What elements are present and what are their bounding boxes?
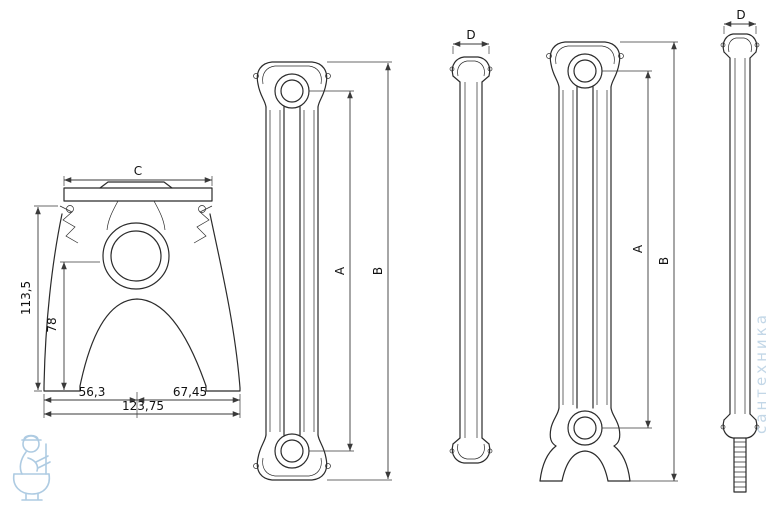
dim-label-a-1: A bbox=[333, 266, 347, 275]
dim-d-1: D bbox=[452, 28, 490, 54]
side-view-2-part bbox=[720, 33, 760, 493]
dim-label-67-45: 67,45 bbox=[173, 385, 207, 399]
dim-a-2: A bbox=[602, 70, 652, 429]
front-view-2-part bbox=[539, 41, 631, 482]
dim-label-113-5: 113,5 bbox=[19, 281, 33, 315]
dim-label-c: C bbox=[134, 164, 142, 178]
dim-113-5: 113,5 bbox=[19, 205, 58, 392]
dim-label-56-3: 56,3 bbox=[79, 385, 106, 399]
front-view-2: A B bbox=[539, 41, 678, 482]
dim-label-d-1: D bbox=[466, 28, 475, 42]
dim-78: 78 bbox=[45, 261, 100, 390]
dim-label-d-2: D bbox=[736, 8, 745, 22]
side-view-1-part bbox=[449, 56, 493, 464]
dim-label-123-75: 123,75 bbox=[122, 399, 164, 413]
dim-c: C bbox=[63, 164, 213, 186]
front-view-1: A B bbox=[253, 61, 392, 481]
side-view-1: D bbox=[449, 28, 493, 464]
section-part-outline bbox=[43, 181, 241, 392]
side-view-2: D bbox=[720, 8, 760, 493]
watermark-logo bbox=[12, 434, 51, 501]
dim-bottom: 56,3 67,45 123,75 bbox=[43, 385, 241, 418]
section-view: C 113,5 78 56,3 67,45 123,75 bbox=[19, 164, 241, 418]
dim-label-b-1: B bbox=[371, 267, 385, 275]
dim-label-78: 78 bbox=[45, 317, 59, 332]
dim-label-a-2: A bbox=[631, 244, 645, 253]
dim-d-2: D bbox=[723, 8, 757, 34]
watermark-text: сантехника bbox=[752, 312, 770, 434]
dim-a-1: A bbox=[309, 90, 354, 452]
dim-label-b-2: B bbox=[657, 257, 671, 265]
dim-b-1: B bbox=[327, 61, 392, 481]
front-view-1-part bbox=[253, 61, 331, 481]
dim-b-2: B bbox=[620, 41, 678, 482]
